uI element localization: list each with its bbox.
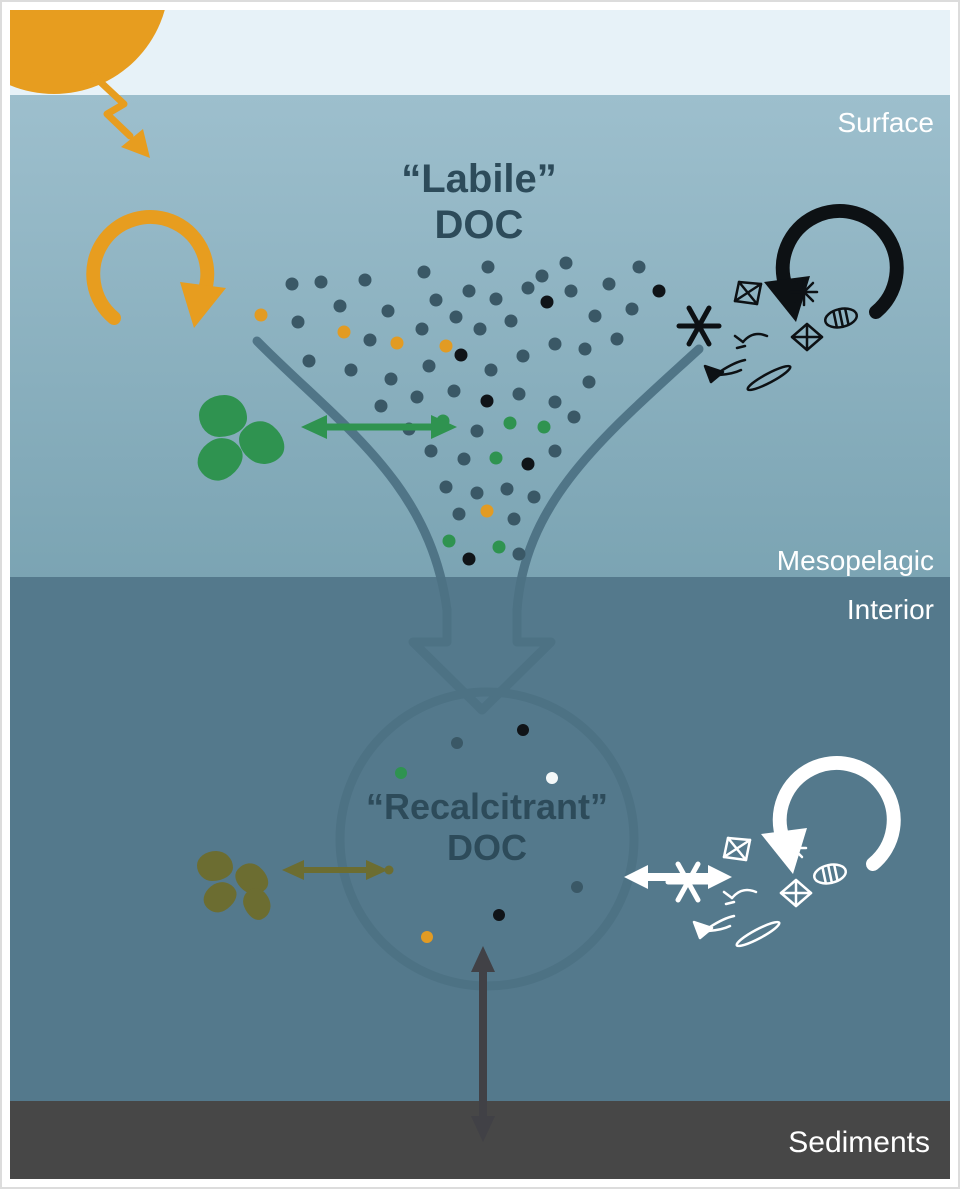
green-blob-icon — [199, 395, 247, 437]
ocean-carbon-diagram: Surface Mesopelagic Interior Sediments “… — [10, 10, 950, 1179]
mesopelagic-label: Mesopelagic — [776, 545, 934, 576]
organic-particles-olive — [190, 844, 280, 924]
recalcitrant-doc-line1: “Recalcitrant” — [365, 786, 609, 827]
olive-blob-icon — [198, 876, 242, 918]
interior-label: Interior — [846, 594, 934, 625]
sediment-exchange-arrow — [471, 946, 495, 1142]
photochemistry-cycle-arrow — [86, 210, 226, 328]
organic-particles-green — [190, 390, 300, 490]
labile-doc-line2: DOC — [434, 203, 524, 247]
labile-doc-title: “Labile” DOC — [329, 156, 629, 248]
surface-label: Surface — [837, 107, 935, 138]
olive-blob-icon — [197, 851, 233, 881]
plankton-cluster-deep — [658, 830, 858, 960]
particle-exchange-arrow-green — [301, 415, 457, 439]
sediments-label: Sediments — [788, 1126, 930, 1159]
plankton-cluster-surface — [669, 274, 869, 404]
sunlight-arrow-icon — [90, 72, 150, 158]
labile-doc-line1: “Labile” — [401, 157, 557, 201]
recalcitrant-doc-title: “Recalcitrant” DOC — [297, 786, 677, 869]
recalcitrant-doc-line2: DOC — [447, 827, 527, 869]
microbial-cycle-arrow-deep — [761, 756, 901, 874]
